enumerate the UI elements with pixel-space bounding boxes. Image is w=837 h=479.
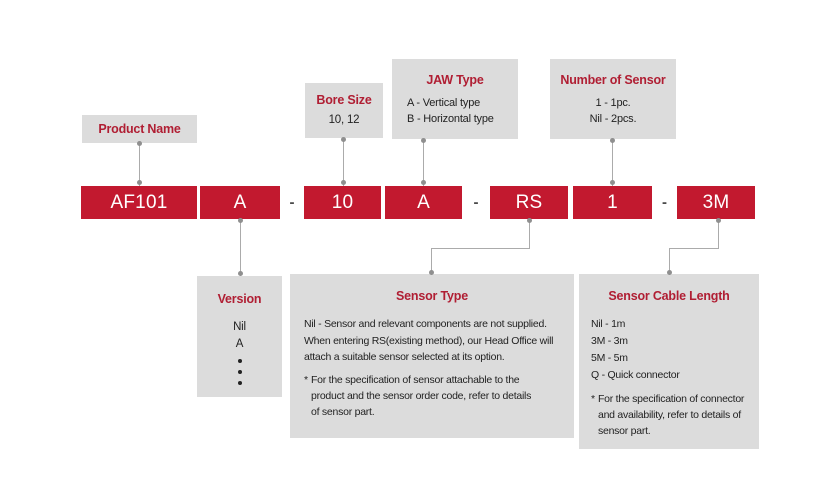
- bore-size-title: Bore Size: [316, 93, 372, 107]
- connector-dot: [429, 270, 434, 275]
- code-segment-bore-size: 10: [304, 186, 381, 219]
- note-asterisk: *: [304, 373, 308, 386]
- jaw-type-title: JAW Type: [426, 73, 484, 87]
- number-of-sensor-options: 1 - 1pc. Nil - 2pcs.: [550, 96, 676, 127]
- connector-line: [669, 248, 719, 249]
- connector-line: [431, 248, 432, 275]
- callout-number-of-sensor: Number of Sensor 1 - 1pc. Nil - 2pcs.: [550, 59, 676, 139]
- connector-dot: [610, 138, 615, 143]
- sensor-cable-length-options: Nil - 1m 3M - 3m 5M - 5m Q - Quick conne…: [591, 316, 759, 384]
- cable-length-note-line: sensor part.: [598, 425, 651, 437]
- code-segment-sensor-count: 1: [573, 186, 652, 219]
- connector-dot: [238, 218, 243, 223]
- callout-product-name: Product Name: [82, 115, 197, 143]
- callout-bore-size: Bore Size 10, 12: [305, 83, 383, 138]
- connector-line: [343, 138, 344, 186]
- cable-length-option: 5M - 5m: [591, 352, 628, 364]
- connector-dot: [341, 137, 346, 142]
- product-name-title: Product Name: [98, 122, 181, 136]
- connector-line: [240, 219, 241, 276]
- code-segment-cable-length: 3M: [677, 186, 755, 219]
- connector-dot: [421, 180, 426, 185]
- sensor-type-description-line: When entering RS(existing method), our H…: [304, 334, 554, 347]
- sensor-type-title: Sensor Type: [396, 289, 468, 303]
- code-segment-sensor-type: RS: [490, 186, 568, 219]
- connector-dot: [137, 180, 142, 185]
- version-options: Nil A: [197, 319, 282, 385]
- number-of-sensor-option: Nil - 2pcs.: [589, 112, 637, 125]
- sensor-type-note-line: For the specification of sensor attachab…: [311, 373, 520, 386]
- connector-dot: [716, 218, 721, 223]
- code-separator: -: [473, 194, 479, 211]
- sensor-type-description-line: Nil - Sensor and relevant components are…: [304, 318, 547, 330]
- connector-line: [718, 219, 719, 249]
- jaw-type-option: A - Vertical type: [407, 97, 481, 109]
- cable-length-option: Nil - 1m: [591, 318, 626, 330]
- cable-length-option: 3M - 3m: [591, 335, 628, 347]
- sensor-type-note: * For the specification of sensor attach…: [304, 372, 566, 420]
- version-option: Nil: [233, 321, 246, 333]
- callout-sensor-type: Sensor Type Nil - Sensor and relevant co…: [290, 274, 574, 438]
- sensor-cable-length-note-lines: For the specification of connector and a…: [591, 391, 759, 439]
- cable-length-note-line: For the specification of connector: [598, 393, 745, 405]
- version-option: A: [235, 338, 244, 350]
- connector-line: [139, 141, 140, 186]
- connector-dot: [610, 180, 615, 185]
- number-of-sensor-option: 1 - 1pc.: [595, 97, 631, 109]
- sensor-type-description: Nil - Sensor and relevant components are…: [304, 316, 566, 366]
- callout-sensor-cable-length: Sensor Cable Length Nil - 1m 3M - 3m 5M …: [579, 274, 759, 449]
- connector-line: [423, 139, 424, 186]
- connector-line: [431, 248, 530, 249]
- note-asterisk: *: [591, 393, 595, 405]
- jaw-type-options: A - Vertical type B - Horizontal type: [392, 96, 518, 127]
- connector-dot: [421, 138, 426, 143]
- sensor-type-description-line: attach a suitable sensor selected at its…: [304, 351, 505, 363]
- connector-line: [612, 139, 613, 186]
- connector-dot: [341, 180, 346, 185]
- sensor-cable-length-title: Sensor Cable Length: [608, 289, 730, 303]
- jaw-type-option: B - Horizontal type: [407, 112, 494, 125]
- code-segment-jaw-type: A: [385, 186, 462, 219]
- connector-line: [669, 248, 670, 275]
- bore-size-values: 10, 12: [328, 114, 360, 126]
- callout-jaw-type: JAW Type A - Vertical type B - Horizonta…: [392, 59, 518, 139]
- sensor-type-note-lines: For the specification of sensor attachab…: [304, 372, 566, 420]
- code-separator: -: [662, 194, 667, 211]
- number-of-sensor-title: Number of Sensor: [560, 73, 666, 87]
- connector-dot: [667, 270, 672, 275]
- connector-dot: [527, 218, 532, 223]
- sensor-cable-length-note: * For the specification of connector and…: [591, 391, 759, 439]
- sensor-type-note-line: product and the sensor order code, refer…: [311, 389, 532, 402]
- cable-length-option: Q - Quick connector: [591, 369, 680, 381]
- callout-version: Version Nil A: [197, 276, 282, 397]
- sensor-type-note-line: of sensor part.: [311, 405, 375, 418]
- version-title: Version: [217, 292, 262, 306]
- code-segment-version: A: [200, 186, 280, 219]
- connector-dot: [137, 141, 142, 146]
- connector-line: [529, 219, 530, 249]
- code-separator: -: [289, 194, 295, 211]
- connector-dot: [238, 271, 243, 276]
- ellipsis-icon: [197, 359, 282, 385]
- code-segment-product: AF101: [81, 186, 197, 219]
- cable-length-note-line: and availability, refer to details of: [598, 409, 741, 421]
